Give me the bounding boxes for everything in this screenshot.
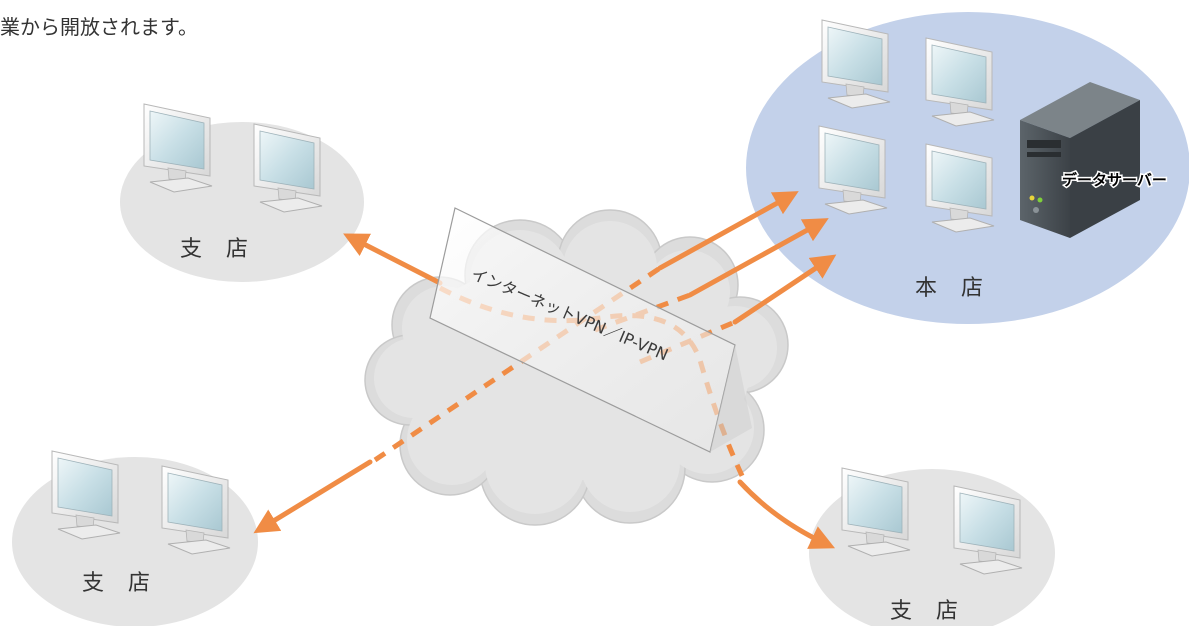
arrow-to-branch-top-left: [343, 233, 443, 286]
server-tower-icon: [1020, 82, 1140, 238]
vpn-pane: [429, 207, 752, 453]
branch-bottom-left-label: 支 店: [82, 571, 151, 596]
arrow-to-branch-bottom-right: [737, 479, 836, 549]
branch-bottom-right-label: 支 店: [890, 599, 959, 624]
branch-top-left-label: 支 店: [180, 237, 249, 262]
arrows: [253, 191, 837, 549]
arrow-to-head-office-3: [732, 254, 837, 325]
arrow-to-head-office-2: [687, 218, 829, 298]
arrow-to-head-office-1: [657, 191, 799, 271]
server-label: データサーバー: [1062, 171, 1167, 189]
head-office-label: 本 店: [915, 276, 984, 301]
intro-text: 業から開放されます。: [0, 15, 198, 39]
arrow-to-branch-bottom-left: [253, 459, 373, 534]
